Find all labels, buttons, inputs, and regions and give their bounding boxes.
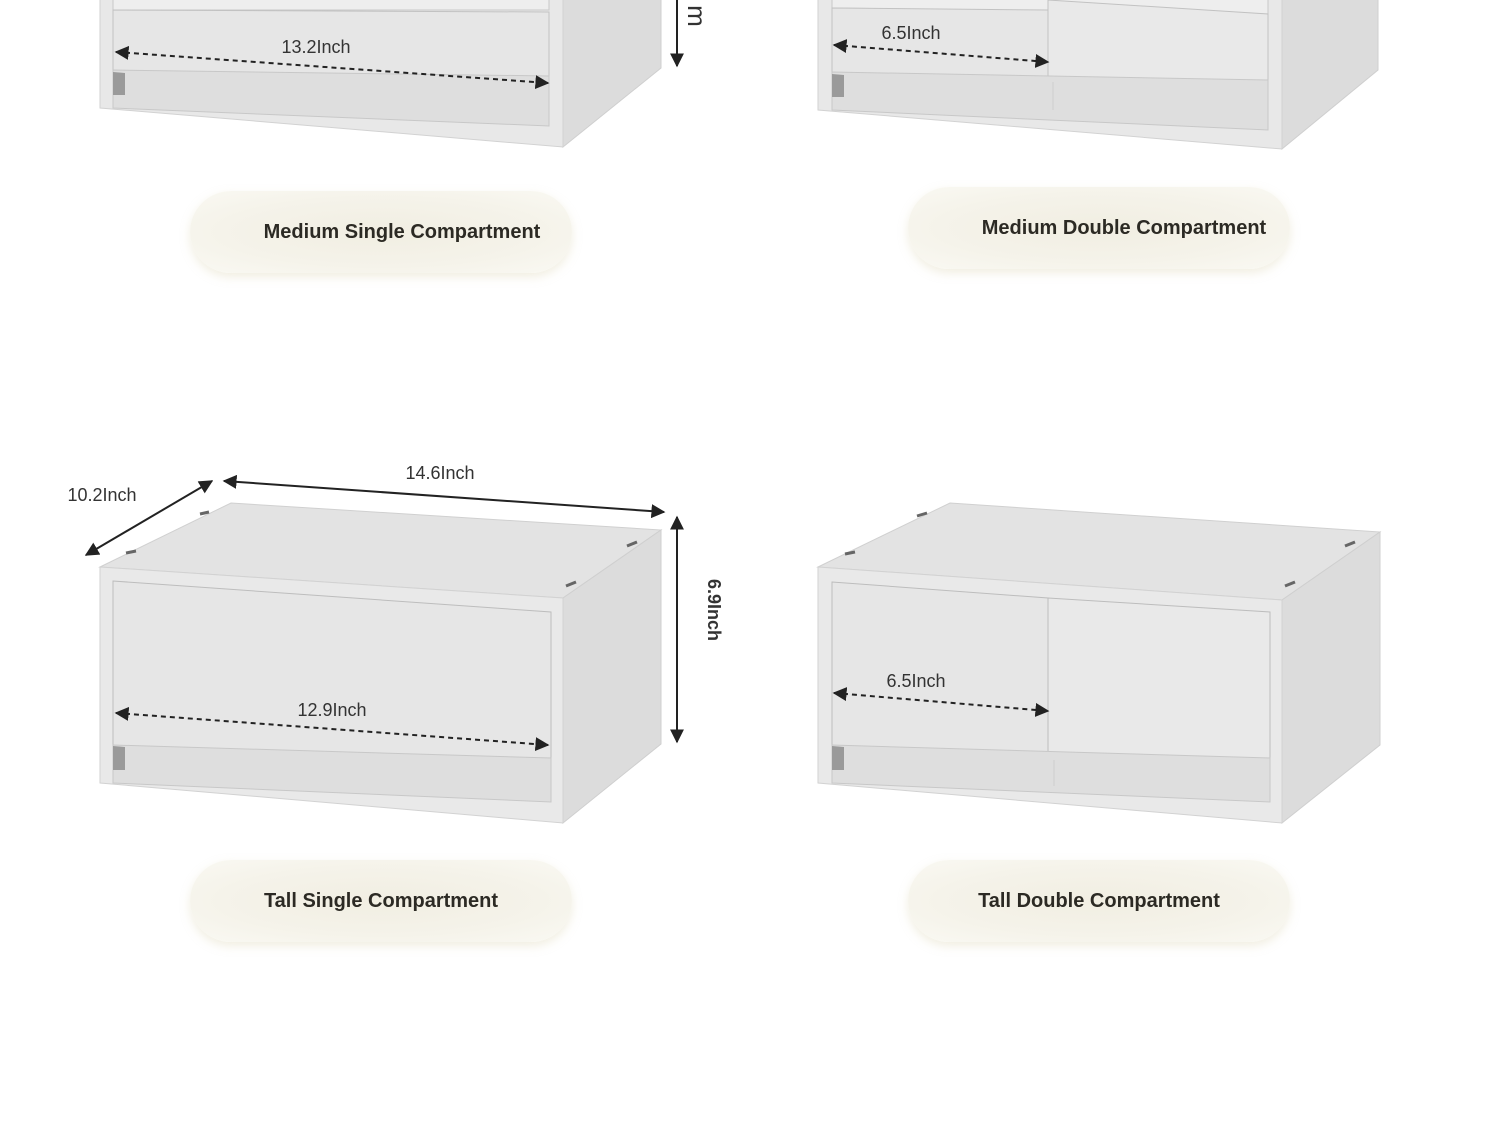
tall-single-depth-arrow: [84, 480, 214, 556]
medium-double-name: Medium Double Compartment: [981, 216, 1267, 239]
medium-single-cabinet: [99, 0, 684, 149]
tall-double-name: Tall Double Compartment: [978, 889, 1220, 912]
tall-single-depth-label: 10.2Inch: [67, 485, 136, 505]
tall-single-width-label: 14.6Inch: [405, 463, 474, 483]
medium-double-label-pill: Medium Double Compartment: [908, 187, 1290, 269]
tall-single-height-label: 6.9Inch: [704, 579, 724, 641]
tall-double-cabinet: [816, 502, 1382, 825]
medium-double-cabinet: [817, 0, 1379, 151]
tall-single-label-pill: Tall Single Compartment: [190, 860, 572, 942]
tall-single-width-arrow: [222, 474, 666, 519]
tall-single-drawer-width-arrow: [114, 706, 550, 752]
medium-single-height-label: m: [682, 5, 712, 27]
tall-single-drawer-width-label: 12.9Inch: [297, 700, 366, 720]
tall-double-label-pill: Tall Double Compartment: [908, 860, 1290, 942]
tall-double-drawer-width-label: 6.5Inch: [886, 671, 945, 691]
medium-single-label-pill: Medium Single Compartment: [190, 191, 572, 273]
medium-single-drawer-width-arrow: [114, 45, 550, 90]
tall-single-cabinet: [84, 474, 684, 825]
medium-double-drawer-width-label: 6.5Inch: [881, 23, 940, 43]
medium-single-drawer-width-label: 13.2Inch: [281, 37, 350, 57]
tall-single-name: Tall Single Compartment: [263, 889, 499, 912]
medium-single-name: Medium Single Compartment: [263, 220, 541, 243]
